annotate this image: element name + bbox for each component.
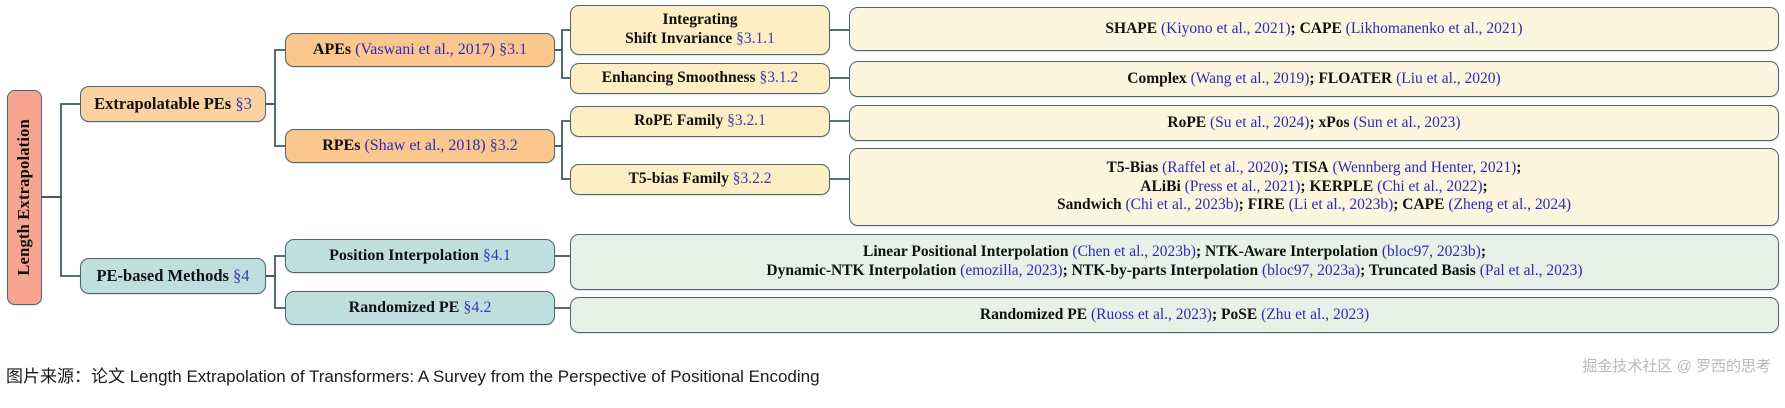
leaf-position-interpolation-methods[interactable]: Linear Positional Interpolation (Chen et… <box>570 234 1779 290</box>
leaf-text: Linear Positional Interpolation (Chen et… <box>766 243 1583 279</box>
node-label: Enhancing Smoothness §3.1.2 <box>601 69 799 87</box>
watermark: 掘金技术社区 @ 罗西的思考 <box>1582 358 1771 375</box>
node-label: Extrapolatable PEs §3 <box>94 93 252 113</box>
root-node-label: Length Extrapolation <box>14 119 34 276</box>
leaf-text: Randomized PE (Ruoss et al., 2023); PoSE… <box>979 305 1370 323</box>
node-t5bias-family[interactable]: T5-bias Family §3.2.2 <box>570 164 830 195</box>
leaf-shift-invariance-methods[interactable]: SHAPE (Kiyono et al., 2021); CAPE (Likho… <box>849 7 1779 51</box>
node-label: Integrating Shift Invariance §3.1.1 <box>625 11 775 47</box>
root-node-length-extrapolation[interactable]: Length Extrapolation <box>7 90 42 305</box>
leaf-text: Complex (Wang et al., 2019); FLOATER (Li… <box>1127 69 1501 87</box>
leaf-randomized-pe-methods[interactable]: Randomized PE (Ruoss et al., 2023); PoSE… <box>570 297 1779 333</box>
node-label: APEs (Vaswani et al., 2017) §3.1 <box>312 41 528 59</box>
node-rope-family[interactable]: RoPE Family §3.2.1 <box>570 106 830 137</box>
node-enhancing-smoothness[interactable]: Enhancing Smoothness §3.1.2 <box>570 63 830 94</box>
node-label: Position Interpolation §4.1 <box>329 247 511 265</box>
node-label: Randomized PE §4.2 <box>348 299 492 317</box>
leaf-text: T5-Bias (Raffel et al., 2020); TISA (Wen… <box>1056 158 1572 214</box>
leaf-rope-methods[interactable]: RoPE (Su et al., 2024); xPos (Sun et al.… <box>849 105 1779 141</box>
node-pe-based-methods[interactable]: PE-based Methods §4 <box>80 258 266 294</box>
leaf-text: RoPE (Su et al., 2024); xPos (Sun et al.… <box>1167 113 1461 131</box>
leaf-text: SHAPE (Kiyono et al., 2021); CAPE (Likho… <box>1105 19 1523 37</box>
node-label: T5-bias Family §3.2.2 <box>628 170 772 188</box>
leaf-t5bias-methods[interactable]: T5-Bias (Raffel et al., 2020); TISA (Wen… <box>849 148 1779 226</box>
node-label: RPEs (Shaw et al., 2018) §3.2 <box>322 137 518 155</box>
source-caption: 图片来源：论文 Length Extrapolation of Transfor… <box>6 367 820 386</box>
leaf-smoothness-methods[interactable]: Complex (Wang et al., 2019); FLOATER (Li… <box>849 61 1779 97</box>
node-rpes[interactable]: RPEs (Shaw et al., 2018) §3.2 <box>285 129 555 163</box>
node-integrating-shift-invariance[interactable]: Integrating Shift Invariance §3.1.1 <box>570 5 830 55</box>
node-position-interpolation[interactable]: Position Interpolation §4.1 <box>285 239 555 273</box>
node-randomized-pe[interactable]: Randomized PE §4.2 <box>285 291 555 325</box>
node-label: RoPE Family §3.2.1 <box>634 112 766 130</box>
node-label: PE-based Methods §4 <box>96 265 250 285</box>
node-extrapolatable-pes[interactable]: Extrapolatable PEs §3 <box>80 86 266 122</box>
node-apes[interactable]: APEs (Vaswani et al., 2017) §3.1 <box>285 33 555 67</box>
